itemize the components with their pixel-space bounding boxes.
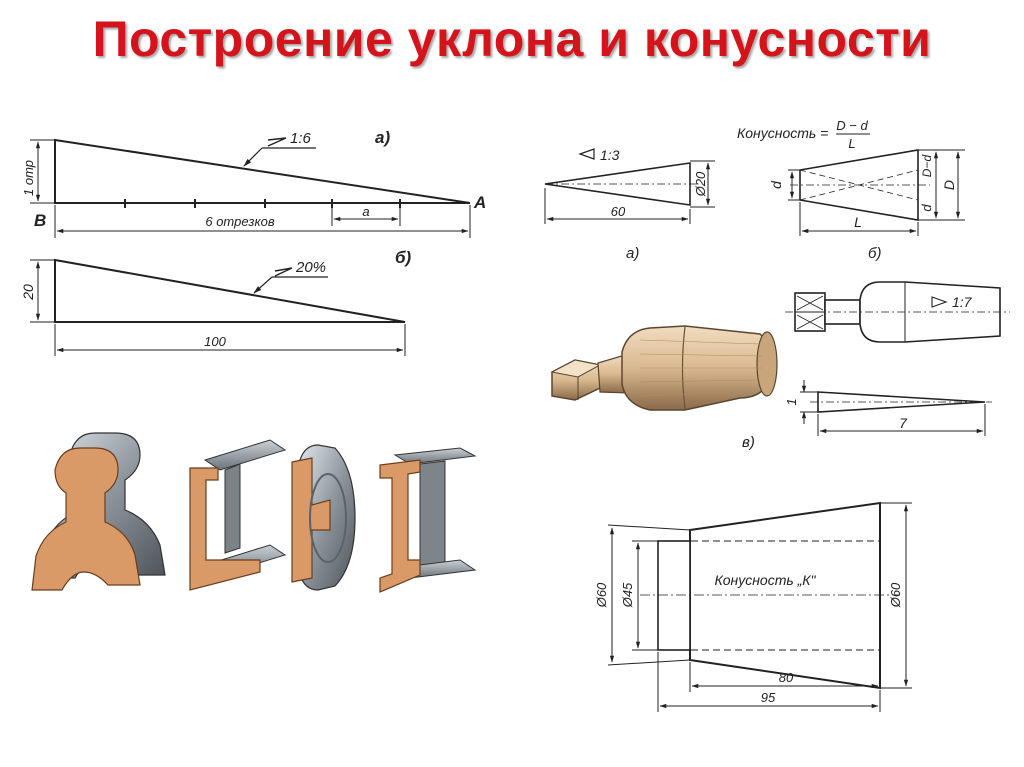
cone-d-right-dim: Ø60 [888, 582, 903, 608]
cone-d-note: Конусность „К" [714, 572, 816, 588]
cone-a-diameter: Ø20 [693, 171, 708, 197]
slope-b-percent: 20% [295, 259, 326, 276]
cone-b-formula-prefix: Конусность = [737, 125, 828, 141]
cone-d-shank [657, 540, 691, 651]
slope-b-label: б) [395, 248, 412, 267]
slope-a-label: а) [375, 128, 390, 147]
cone-b-label: б) [868, 245, 881, 262]
cone-d-left-inner-dim: Ø45 [620, 582, 635, 608]
slope-triangle-b [54, 258, 406, 323]
page-title: Построение уклона и конусности [92, 11, 932, 67]
point-a-label: A [473, 193, 486, 212]
cone-b-dim-d-right: d [919, 204, 934, 212]
i-beam-profile-illustration [379, 447, 477, 593]
cone-b-formula-numerator: D − d [836, 118, 868, 133]
cone-b-dim-l: L [854, 214, 862, 230]
rail-profile-illustration [31, 432, 166, 591]
cone-c-label: в) [742, 434, 755, 451]
cone-a-length: 60 [611, 204, 626, 219]
cone-c-height-dim: 1 [784, 398, 799, 405]
slope-a-height-dim: 1 отр [21, 160, 36, 196]
shank-drawing [785, 281, 1010, 343]
cone-d-body [689, 501, 881, 690]
slope-a-ratio: 1:6 [290, 130, 312, 147]
cone-c-triangle-drawing [800, 380, 992, 436]
cone-c-length-dim: 7 [899, 415, 908, 431]
wooden-shank-illustration [550, 325, 778, 411]
slope-a-base-dim: 6 отрезков [205, 214, 274, 229]
slope-b-base-dim: 100 [204, 334, 226, 349]
slope-triangle-a [54, 138, 471, 204]
cone-b-dim-big-d: D [941, 180, 957, 190]
slope-b-height-dim: 20 [20, 284, 36, 301]
cone-b-dim-d-minus-d: D−d [920, 155, 934, 178]
slope-a-segment-dim: a [362, 204, 369, 219]
cone-d-left-outer-dim: Ø60 [594, 582, 609, 608]
cone-drawing-a [544, 148, 715, 224]
cone-d-length-80: 80 [779, 670, 794, 685]
slope-drawing-b [30, 258, 406, 356]
slope-drawing-a [30, 137, 471, 238]
cone-a-taper: 1:3 [600, 147, 620, 163]
cone-drawing-d [607, 501, 912, 712]
cone-d-length-95: 95 [761, 690, 776, 705]
cone-a-label: а) [626, 245, 639, 262]
tee-profile-illustration [291, 444, 356, 591]
cone-b-formula-denominator: L [848, 136, 855, 151]
cone-drawing-b [788, 149, 965, 236]
shank-taper: 1:7 [952, 294, 973, 310]
point-b-label: B [34, 211, 46, 230]
channel-profile-illustration [189, 439, 287, 591]
cone-b-dim-d: d [768, 180, 784, 189]
